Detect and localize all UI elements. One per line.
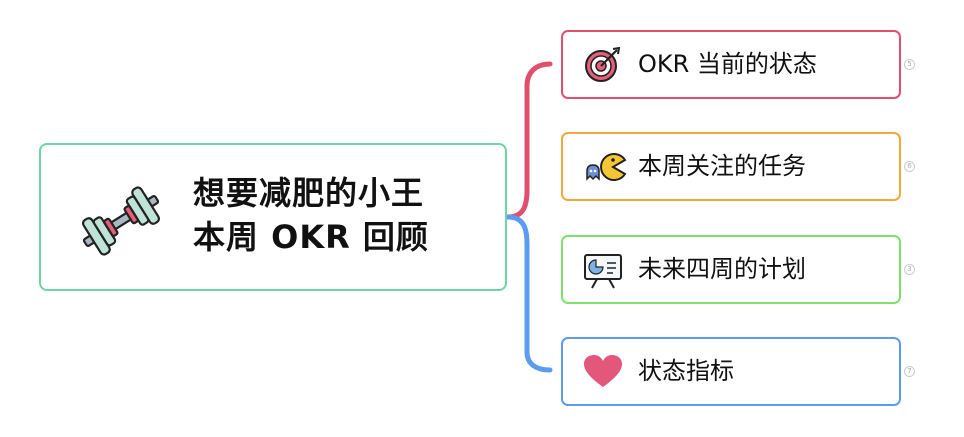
root-title-line1: 想要减肥的小王 — [193, 174, 425, 212]
pacman-icon — [583, 149, 627, 189]
branch-status-metrics[interactable]: 状态指标 — [561, 337, 901, 406]
presentation-board-icon — [583, 252, 623, 294]
connector-lower — [505, 214, 553, 373]
collapse-badge[interactable]: 3 — [904, 264, 915, 275]
heart-icon — [583, 354, 623, 394]
branch-label: 本周关注的任务 — [638, 152, 806, 180]
branch-label: 状态指标 — [638, 357, 734, 385]
root-title-line2: 本周 OKR 回顾 — [193, 218, 429, 256]
connector-upper — [505, 61, 553, 220]
dumbbell-icon — [71, 181, 171, 265]
collapse-badge[interactable]: 7 — [904, 366, 915, 377]
branch-okr-status[interactable]: OKR 当前的状态 — [561, 30, 901, 99]
branch-four-week-plan[interactable]: 未来四周的计划 — [561, 235, 901, 304]
branch-weekly-tasks[interactable]: 本周关注的任务 — [561, 132, 901, 201]
branch-label: OKR 当前的状态 — [638, 50, 817, 78]
collapse-badge[interactable]: 5 — [904, 59, 915, 70]
target-icon — [583, 46, 623, 87]
branch-label: 未来四周的计划 — [638, 255, 806, 283]
collapse-badge[interactable]: 6 — [904, 161, 915, 172]
root-node[interactable]: 想要减肥的小王 本周 OKR 回顾 — [39, 143, 507, 291]
root-title: 想要减肥的小王 本周 OKR 回顾 — [193, 171, 493, 259]
